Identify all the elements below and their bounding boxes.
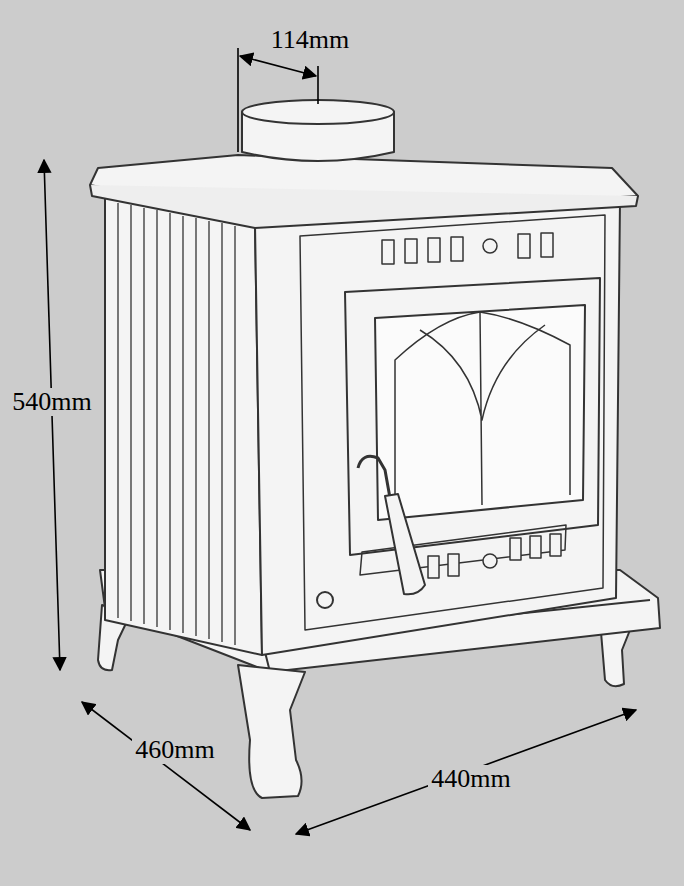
vent-slot <box>405 239 417 263</box>
vent-slot <box>382 240 394 264</box>
front-panel <box>300 215 605 630</box>
flute-line <box>221 223 222 642</box>
side-knob <box>317 592 333 608</box>
vent-slot <box>448 554 459 576</box>
stove <box>90 100 660 798</box>
flute-line <box>182 216 183 633</box>
dimension-arrow <box>296 710 636 834</box>
dimension-arrow <box>240 56 316 76</box>
vent-slot <box>451 237 463 261</box>
flute-line <box>234 226 235 645</box>
extension-line <box>317 66 319 104</box>
extension-line <box>237 48 239 152</box>
vent-slot <box>541 233 553 257</box>
stove-side <box>105 195 262 655</box>
door-handle <box>385 494 425 594</box>
dimension-arrow <box>82 702 250 830</box>
vent-slot <box>510 538 521 560</box>
bottom-vents <box>360 525 566 578</box>
vent-knob <box>483 239 497 253</box>
flute-line <box>208 221 209 639</box>
stove-door <box>345 278 600 555</box>
dimension-label: 460mm <box>132 736 217 765</box>
dimension-label: 540mm <box>9 388 94 417</box>
vent-slot <box>530 536 541 558</box>
stove-leg <box>238 665 305 798</box>
door-latch <box>358 456 390 498</box>
side-flutes <box>118 203 235 645</box>
dimension-lines <box>44 48 636 834</box>
flute-line <box>195 218 196 636</box>
top-vents <box>382 233 553 264</box>
dimension-label: 114mm <box>268 26 352 55</box>
top-edge <box>90 185 638 228</box>
vent-slot <box>428 238 440 262</box>
flute-line <box>156 210 157 627</box>
flute-line <box>117 203 118 618</box>
window-arches <box>395 312 570 512</box>
vent-slot <box>428 556 439 578</box>
flute-line <box>143 208 144 624</box>
dimension-label: 440mm <box>428 765 513 794</box>
vent-knob <box>483 554 497 568</box>
stove-front <box>255 200 620 655</box>
vent-slot <box>518 234 530 258</box>
vent-frame <box>360 525 566 575</box>
vent-slot <box>550 534 561 556</box>
flute-line <box>169 213 170 630</box>
door-window <box>375 305 585 520</box>
flute-line <box>130 205 131 621</box>
